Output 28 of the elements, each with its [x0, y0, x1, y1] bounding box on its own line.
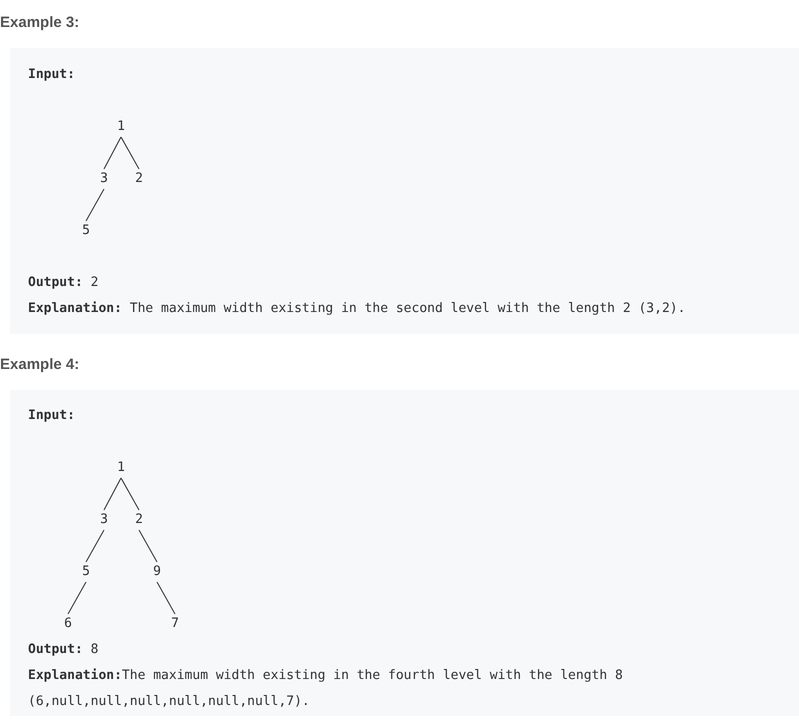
input-label: Input:: [28, 407, 75, 425]
tree-branch: [120, 136, 140, 170]
tree-node-value: 5: [81, 564, 91, 580]
tree-branch: [156, 582, 176, 614]
explanation-text: Explanation:The maximum width existing in the fourth level with the length 8 (6,null,null,null,null,null,null,7).: [28, 667, 624, 711]
tree-branch: [68, 582, 86, 614]
tree-branch: [138, 530, 158, 562]
tree-node-value: 1: [116, 460, 126, 476]
tree-node-value: 3: [99, 512, 109, 528]
tree-node-value: 2: [134, 171, 144, 187]
tree-branch: [86, 188, 104, 222]
tree-node-value: 5: [81, 223, 91, 239]
example-heading: Example 4:: [0, 356, 80, 373]
tree-branch: [86, 530, 104, 562]
tree-node-value: 9: [152, 564, 162, 580]
output-line: Output: 2: [28, 274, 98, 292]
tree-branch: [120, 478, 140, 510]
tree-node-value: 7: [170, 616, 180, 632]
input-label: Input:: [28, 66, 75, 84]
tree-node-value: 1: [116, 119, 126, 135]
tree-branch: [104, 478, 122, 510]
tree-node-value: 6: [63, 616, 73, 632]
example-heading: Example 3:: [0, 14, 80, 31]
tree-node-value: 3: [99, 171, 109, 187]
output-line: Output: 8: [28, 641, 98, 659]
tree-branch: [104, 136, 122, 170]
explanation-text: Explanation: The maximum width existing in the second level with the length 2 (3,2).: [28, 300, 686, 318]
tree-node-value: 2: [134, 512, 144, 528]
